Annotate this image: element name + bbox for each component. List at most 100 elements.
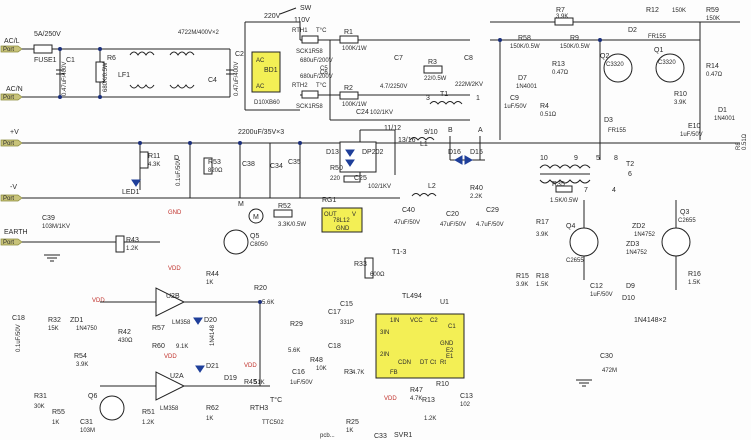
svg-text:R57: R57 [152,325,165,332]
svg-text:Port: Port [3,95,14,101]
svg-text:R35: R35 [552,181,565,188]
svg-text:M: M [253,214,259,221]
svg-text:C18: C18 [12,315,25,322]
svg-text:R3: R3 [344,369,353,376]
svg-text:R53: R53 [208,159,221,166]
driver-section-right: R17 3.9K Q4 C2655 ZD2 1N4752 ZD3 1N4752 … [516,200,701,324]
svg-text:2200uF/35V×3: 2200uF/35V×3 [238,129,284,136]
svg-text:LM358: LM358 [160,406,179,412]
svg-text:DT: DT [420,360,428,366]
svg-text:C35: C35 [288,159,301,166]
svg-text:Q1: Q1 [654,47,663,54]
svg-text:EARTH: EARTH [4,229,28,236]
svg-text:D10: D10 [622,295,635,302]
svg-text:R18: R18 [536,273,549,280]
svg-text:1uF/50V: 1uF/50V [590,292,613,298]
svg-text:9.1K: 9.1K [176,344,188,350]
svg-text:R8: R8 [736,142,742,150]
svg-text:4: 4 [612,187,616,194]
svg-text:D20: D20 [204,317,217,324]
svg-text:1K: 1K [346,428,353,434]
svg-text:103M/1KV: 103M/1KV [42,224,70,230]
svg-text:4.7K: 4.7K [352,370,364,376]
svg-text:11/12: 11/12 [384,125,401,132]
svg-text:1N4148×2: 1N4148×2 [634,317,667,324]
svg-text:D21: D21 [206,363,219,370]
svg-text:R10: R10 [674,91,687,98]
svg-text:R58: R58 [518,35,531,42]
port-pos-v: Port +V [0,129,23,147]
svg-text:LF1: LF1 [118,72,130,79]
svg-text:1.5K: 1.5K [688,280,700,286]
svg-text:150K/0.5W: 150K/0.5W [510,44,540,50]
svg-text:3.9K: 3.9K [674,100,686,106]
svg-text:C16: C16 [292,369,305,376]
svg-text:R6: R6 [107,55,116,62]
svg-text:CDN: CDN [398,360,411,366]
svg-text:RTH1: RTH1 [292,28,308,34]
svg-text:C29: C29 [486,207,499,214]
svg-text:D16: D16 [448,149,461,156]
svg-text:M: M [238,201,244,208]
svg-text:150K: 150K [706,16,720,22]
resistors-r1-r2: R1 100K/1W R2 100K/1W [339,29,367,108]
svg-text:L2: L2 [428,183,436,190]
svg-text:5: 5 [596,155,600,162]
svg-text:3.3K/0.5W: 3.3K/0.5W [278,222,306,228]
switch-sw: 220V SW 110V [264,5,312,24]
svg-text:C3320: C3320 [606,62,624,68]
svg-text:78L12: 78L12 [333,218,350,224]
svg-text:Port: Port [3,240,14,246]
svg-text:C12: C12 [590,283,603,290]
svg-text:BD1: BD1 [264,67,278,74]
svg-text:C38: C38 [242,161,255,168]
svg-text:D1: D1 [718,107,727,114]
svg-text:1uF/50V: 1uF/50V [504,104,527,110]
svg-text:C8: C8 [464,55,473,62]
svg-text:1.5K/0.5W: 1.5K/0.5W [550,198,578,204]
svg-text:C20: C20 [446,211,459,218]
svg-text:T°C: T°C [270,396,282,404]
snubber-c7-r3-c8: C7 4.7/2250V R3 22/0.5W C8 222M/2KV T1 3… [380,55,483,105]
transformer-t2: 10 9 5 8 T2 6 7 4 R35 1.5K/0.5W [539,155,634,204]
svg-text:AC: AC [256,58,265,64]
svg-text:R62: R62 [206,405,219,412]
fuse1: 5A/250V FUSE1 [33,31,61,64]
svg-text:R7: R7 [556,7,565,14]
svg-text:7: 7 [584,187,588,194]
svg-text:R15: R15 [516,273,529,280]
svg-text:R10: R10 [436,381,449,388]
svg-text:T°C: T°C [316,83,327,89]
svg-text:C33: C33 [374,433,387,440]
svg-text:D7: D7 [518,75,527,82]
svg-text:D2: D2 [628,27,637,34]
port-neg-v: Port -V [0,184,23,202]
svg-text:R51: R51 [142,409,155,416]
svg-text:3.9K: 3.9K [556,14,568,20]
svg-text:9/10: 9/10 [424,129,438,136]
svg-text:C17: C17 [328,309,341,316]
svg-text:22/0.5W: 22/0.5W [424,76,447,82]
svg-text:R55: R55 [52,409,65,416]
svg-text:RTH2: RTH2 [292,83,308,89]
svg-text:C2655: C2655 [566,258,584,264]
svg-text:R2: R2 [344,85,353,92]
svg-text:R50: R50 [330,165,343,172]
svg-text:R45: R45 [244,379,257,386]
svg-text:ZD1: ZD1 [70,317,83,324]
output-rectifier: C24 102/1KV 11/12 9/10 13/16 D13 DP202 R… [326,109,485,190]
svg-text:T2: T2 [626,161,634,168]
svg-text:D13: D13 [326,149,339,156]
svg-text:B: B [448,127,453,134]
svg-text:R9: R9 [570,35,579,42]
svg-text:Port: Port [3,47,14,53]
svg-text:820Ω: 820Ω [208,168,223,174]
wires-mains [22,21,740,243]
svg-text:1K: 1K [206,416,213,422]
svg-text:RTH3: RTH3 [250,405,268,412]
svg-text:GND: GND [168,210,182,216]
svg-text:VDD: VDD [384,396,397,402]
svg-text:C7: C7 [394,55,403,62]
svg-text:L1: L1 [420,141,428,148]
